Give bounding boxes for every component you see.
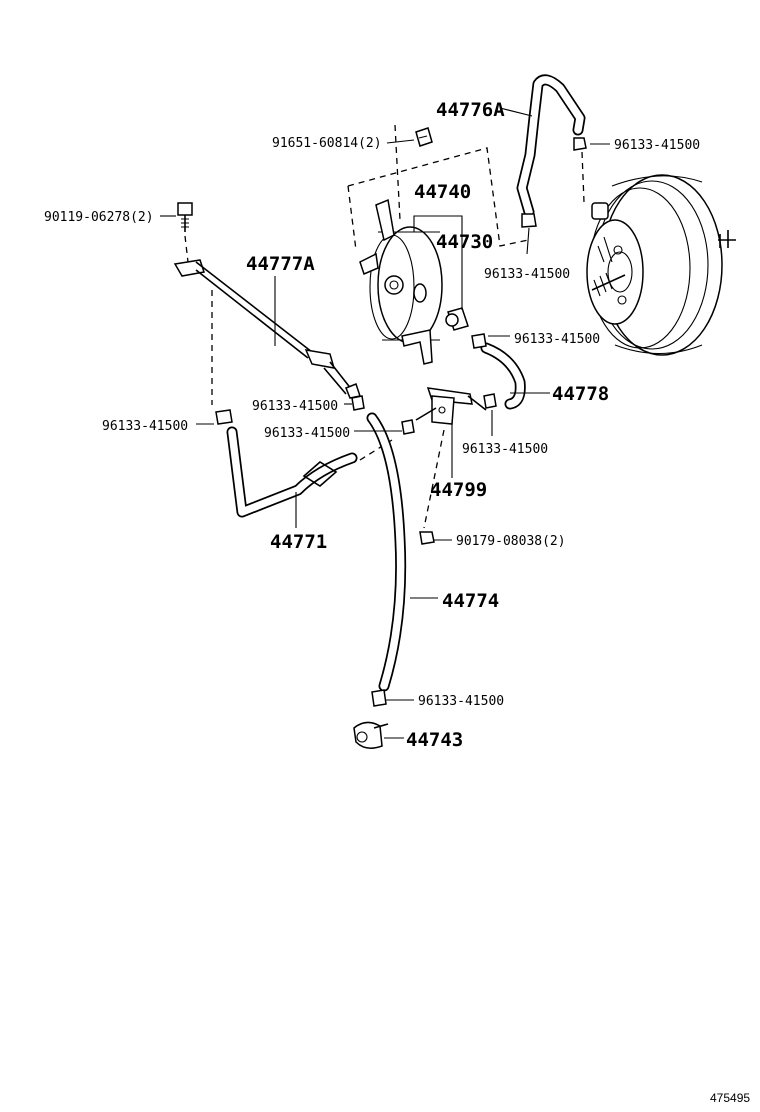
clamp-icon — [483, 393, 497, 409]
label-44730: 44730 — [436, 231, 493, 253]
clamp-icon — [371, 689, 387, 707]
hose-44778 — [480, 342, 526, 410]
reference-number: 475495 — [710, 1091, 750, 1105]
label-96133-left3: 96133-41500 — [264, 426, 350, 441]
clamp-icon — [471, 333, 487, 349]
label-44771: 44771 — [270, 531, 327, 553]
clamp-icon — [573, 137, 587, 151]
hose-44771 — [226, 426, 358, 518]
label-44740: 44740 — [414, 181, 471, 203]
clamp-icon — [215, 409, 233, 425]
label-96133-bottom: 96133-41500 — [418, 694, 504, 709]
check-valve-44730 — [445, 307, 469, 331]
label-44743: 44743 — [406, 729, 463, 751]
clamp-icon — [521, 213, 537, 228]
hose-44776A — [516, 74, 586, 218]
clamp-icon — [401, 419, 415, 435]
label-96133-valve: 96133-41500 — [514, 332, 600, 347]
label-44777A: 44777A — [246, 253, 315, 275]
clamp-icon — [351, 395, 365, 411]
pipe-44777A — [173, 259, 361, 399]
label-44776A: 44776A — [436, 99, 505, 121]
vacuum-valve-44799 — [415, 387, 487, 425]
clip-90179-icon — [419, 531, 435, 545]
label-96133-left1: 96133-41500 — [252, 399, 338, 414]
label-44778: 44778 — [552, 383, 609, 405]
label-90119-06278: 90119-06278(2) — [44, 210, 154, 225]
label-44774: 44774 — [442, 590, 499, 612]
vacuum-tank-44740 — [359, 198, 443, 365]
label-44799: 44799 — [430, 479, 487, 501]
brake-booster — [586, 174, 736, 356]
label-90179-08038: 90179-08038(2) — [456, 534, 566, 549]
label-96133-mid: 96133-41500 — [484, 267, 570, 282]
union-fitting-44743 — [353, 721, 389, 749]
label-91651-60814: 91651-60814(2) — [272, 136, 382, 151]
label-96133-left2: 96133-41500 — [102, 419, 188, 434]
label-96133-top: 96133-41500 — [614, 138, 700, 153]
bolt-90119-icon — [177, 202, 193, 232]
hose-44774 — [366, 412, 407, 692]
label-96133-right: 96133-41500 — [462, 442, 548, 457]
